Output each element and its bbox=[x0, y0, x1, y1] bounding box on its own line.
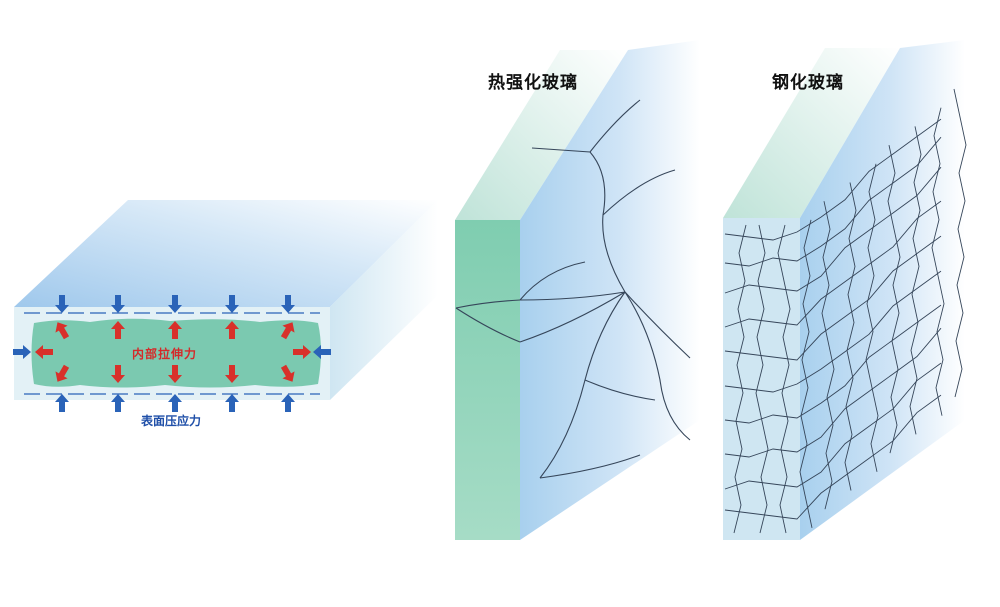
compression-arrow bbox=[225, 295, 239, 313]
tension-core bbox=[31, 318, 321, 388]
compression-arrow bbox=[225, 394, 239, 412]
compression-arrow bbox=[111, 295, 125, 313]
heat-cracks bbox=[455, 99, 691, 479]
crack-line bbox=[777, 224, 791, 534]
compression-arrow bbox=[168, 295, 182, 313]
compression-arrow bbox=[111, 394, 125, 412]
crack-line bbox=[724, 327, 942, 458]
tempered-cracks bbox=[724, 88, 967, 534]
crack-line bbox=[755, 224, 769, 534]
tempered-pane bbox=[723, 40, 967, 540]
tempered-pane-edge bbox=[723, 218, 800, 540]
inner-tension-label: 内部拉伸力 bbox=[132, 347, 198, 361]
compression-arrow bbox=[55, 394, 69, 412]
heat-pane-edge bbox=[455, 220, 520, 540]
compression-arrow bbox=[313, 345, 331, 359]
tension-arrow bbox=[280, 364, 295, 382]
crack-line bbox=[844, 182, 857, 491]
tension-arrow bbox=[293, 345, 311, 359]
crack-line bbox=[724, 136, 942, 267]
cross-section-slab bbox=[13, 200, 438, 412]
crack-line bbox=[799, 219, 813, 528]
tension-arrow bbox=[111, 365, 125, 383]
tension-arrow bbox=[280, 322, 295, 340]
crack-line bbox=[724, 394, 942, 520]
crack-line bbox=[724, 362, 942, 490]
crack-line bbox=[724, 166, 942, 294]
tension-arrow bbox=[225, 365, 239, 383]
heat-strengthened-title: 热强化玻璃 bbox=[488, 73, 578, 93]
tempered-pane-face bbox=[800, 40, 965, 540]
tension-arrow bbox=[225, 321, 239, 339]
heat-pane-face bbox=[520, 40, 700, 540]
crack-line bbox=[865, 163, 879, 472]
crack-line bbox=[724, 270, 942, 393]
crack-line bbox=[724, 304, 942, 424]
heat-strengthened-pane bbox=[455, 40, 700, 540]
tempered-pane-top bbox=[723, 48, 900, 218]
slab-right-face bbox=[330, 200, 438, 400]
tension-arrow bbox=[55, 364, 70, 382]
slab-top-face bbox=[14, 200, 438, 307]
crack-line bbox=[953, 88, 967, 398]
crack-line bbox=[733, 224, 747, 534]
compression-arrow bbox=[281, 394, 295, 412]
crack-line bbox=[887, 145, 901, 454]
compression-arrow bbox=[55, 295, 69, 313]
tension-arrow bbox=[35, 345, 53, 359]
crack-line bbox=[724, 118, 942, 241]
compression-arrow bbox=[13, 345, 31, 359]
crack-line bbox=[821, 201, 835, 510]
crack-line bbox=[931, 107, 945, 416]
heat-pane-top bbox=[455, 50, 628, 220]
compression-arrow bbox=[281, 295, 295, 313]
tension-arrow bbox=[168, 321, 182, 339]
tension-arrow bbox=[55, 322, 70, 340]
surface-compression-label: 表面压应力 bbox=[141, 414, 202, 428]
tension-arrow bbox=[168, 365, 182, 383]
tension-arrow bbox=[111, 321, 125, 339]
crack-line bbox=[909, 126, 922, 435]
stress-arrows bbox=[13, 295, 331, 412]
compression-arrow bbox=[168, 394, 182, 412]
tempered-title: 钢化玻璃 bbox=[772, 73, 844, 93]
